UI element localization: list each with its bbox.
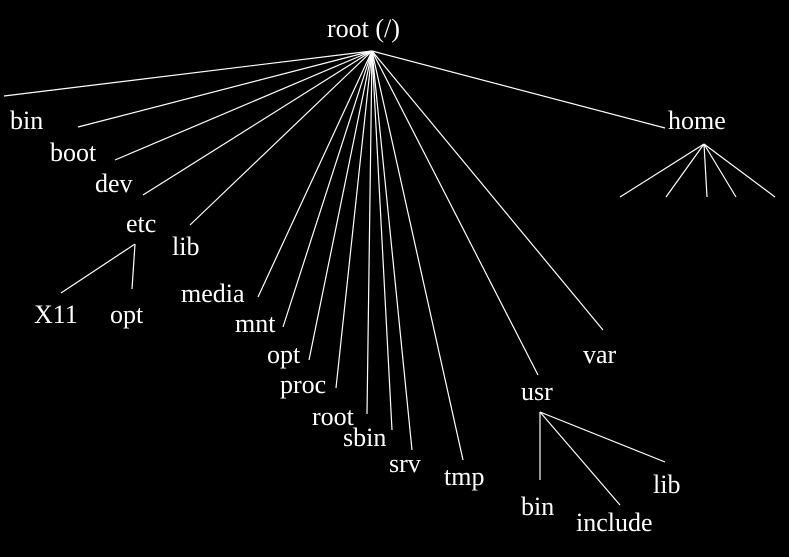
node-media: media xyxy=(181,279,245,308)
edge-root-usr xyxy=(371,50,539,376)
node-usr: usr xyxy=(521,377,553,406)
node-mnt: mnt xyxy=(235,309,276,338)
edge-home-child-1 xyxy=(619,143,705,198)
node-srv: srv xyxy=(389,449,421,478)
edge-root-dev xyxy=(114,50,373,161)
edge-root-opt xyxy=(308,50,373,361)
node-usr-bin: bin xyxy=(521,492,555,521)
node-tmp: tmp xyxy=(444,462,485,491)
edge-root-lib xyxy=(189,50,373,226)
edge-root-etc xyxy=(142,50,373,196)
edge-root-tmp xyxy=(371,50,464,461)
edge-home-child-4 xyxy=(703,143,737,198)
edge-usr-include xyxy=(539,411,621,506)
node-root-dir: root (/) xyxy=(327,14,400,43)
edge-root-srv xyxy=(371,50,413,451)
node-usr-lib: lib xyxy=(653,470,681,499)
edge-root-media xyxy=(257,50,373,298)
node-home: home xyxy=(668,106,726,135)
node-etc-opt: opt xyxy=(110,300,144,329)
edge-home-child-2 xyxy=(665,143,705,198)
node-usr-include: include xyxy=(576,508,653,537)
edge-usr-lib xyxy=(539,411,666,463)
node-opt: opt xyxy=(267,340,301,369)
node-sbin: sbin xyxy=(343,423,387,452)
edge-root-proc xyxy=(335,50,373,389)
edge-etc-opt xyxy=(131,243,136,290)
edge-root-boot xyxy=(77,50,373,128)
edge-root-bin xyxy=(3,50,373,97)
node-bin: bin xyxy=(10,106,44,135)
node-etc-x11: X11 xyxy=(34,300,78,329)
edge-root-home xyxy=(371,50,666,129)
node-proc: proc xyxy=(280,370,327,399)
node-var: var xyxy=(583,340,617,369)
edge-root-sbin xyxy=(371,50,393,431)
node-lib: lib xyxy=(172,232,200,261)
edge-root-mnt xyxy=(282,50,373,328)
edge-root-var xyxy=(371,50,604,331)
node-boot: boot xyxy=(50,138,97,167)
node-dev: dev xyxy=(95,169,133,198)
edge-home-child-5 xyxy=(703,143,776,198)
edge-home-child-3 xyxy=(703,143,708,198)
edge-root-root xyxy=(366,50,373,415)
node-etc: etc xyxy=(126,209,157,238)
edge-etc-x11 xyxy=(60,243,136,294)
node-root: root xyxy=(312,402,354,431)
